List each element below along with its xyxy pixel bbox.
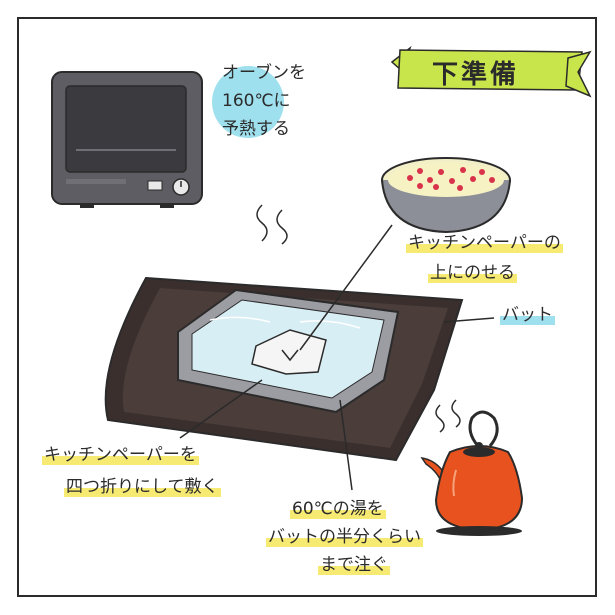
fold-paper-label-line1: キッチンペーパーを [42, 444, 199, 466]
paper-label-line1: キッチンペーパーの [406, 232, 563, 254]
oven-label-line2: 160℃に [222, 90, 291, 112]
kettle-icon [422, 412, 522, 536]
oven-label-line1: オーブンを [222, 62, 306, 84]
fold-paper-label-line2: 四つ折りにして敷く [64, 476, 221, 498]
oven-icon [52, 72, 202, 208]
pour-label-line3: まで注ぐ [318, 554, 390, 576]
bowl-icon [382, 158, 510, 232]
page-title: 下準備 [432, 54, 519, 91]
vat-label: バット [500, 304, 555, 326]
oven-label-line3: 予熱する [222, 118, 290, 140]
paper-label-line2: 上にのせる [428, 262, 517, 284]
pour-label-line2: バットの半分くらい [266, 526, 423, 548]
pour-label-line1: 60℃の湯を [290, 498, 386, 520]
